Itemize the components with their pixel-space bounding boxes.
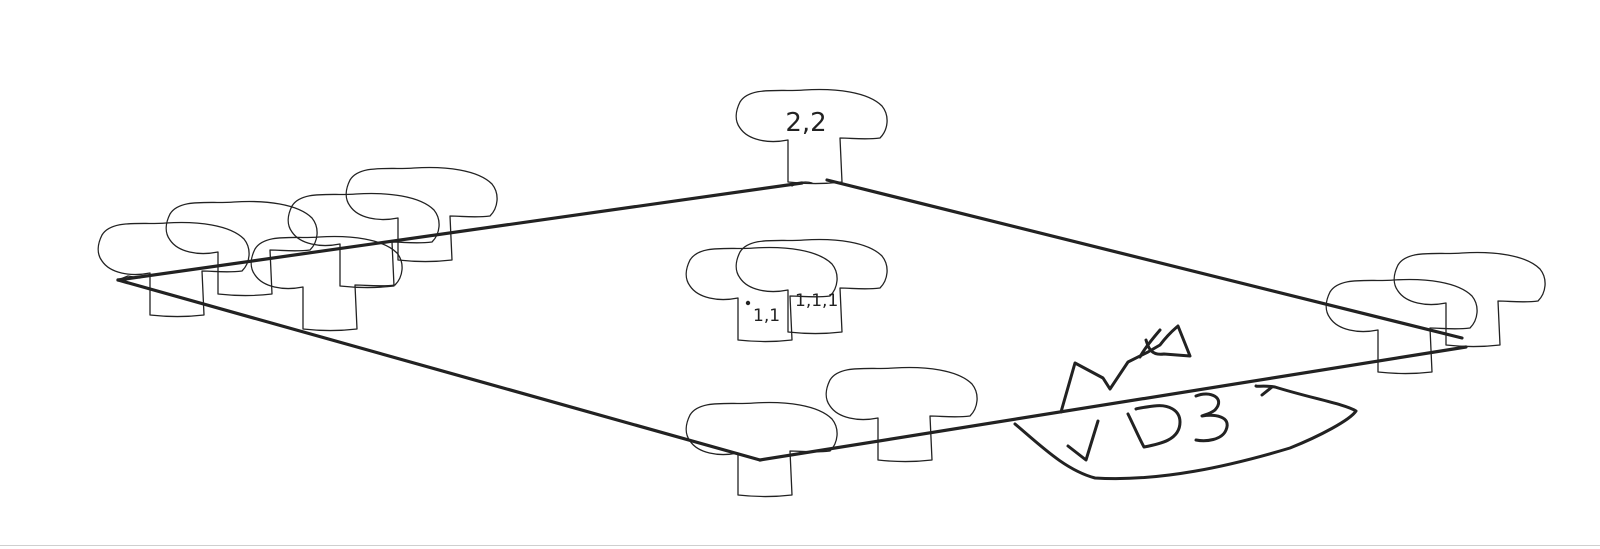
boat-flag xyxy=(1059,324,1192,414)
plane-edge-top-right xyxy=(825,178,1464,340)
boat-flag-stroke xyxy=(1138,328,1162,359)
marker-center-label-a: 1,1 xyxy=(753,306,780,326)
boat-hull xyxy=(1013,384,1358,481)
plane-corner-left-mark xyxy=(117,275,141,281)
plane-edge-top-left xyxy=(116,181,804,282)
sketch-mark xyxy=(1260,385,1274,397)
marker-top: 2,2 xyxy=(735,88,888,185)
sketch-letter-d xyxy=(1126,404,1182,449)
marker-cluster-left xyxy=(97,166,498,332)
boat-sketch xyxy=(1013,324,1358,481)
plane-edge-bottom-left xyxy=(116,278,762,462)
plane-corner-mark xyxy=(791,181,813,187)
center-dot xyxy=(745,300,751,306)
plane-edge-bottom-right xyxy=(758,345,1468,462)
marker-center: 1,1 1,1,1 xyxy=(685,238,888,343)
bottom-divider xyxy=(0,545,1600,546)
marker-center-label-b: 1,1,1 xyxy=(795,291,838,311)
marker-top-label: 2,2 xyxy=(785,108,826,138)
sketch-letter-b xyxy=(1194,392,1229,443)
ground-plane xyxy=(116,178,1468,462)
sketch-letter-v xyxy=(1066,419,1100,462)
